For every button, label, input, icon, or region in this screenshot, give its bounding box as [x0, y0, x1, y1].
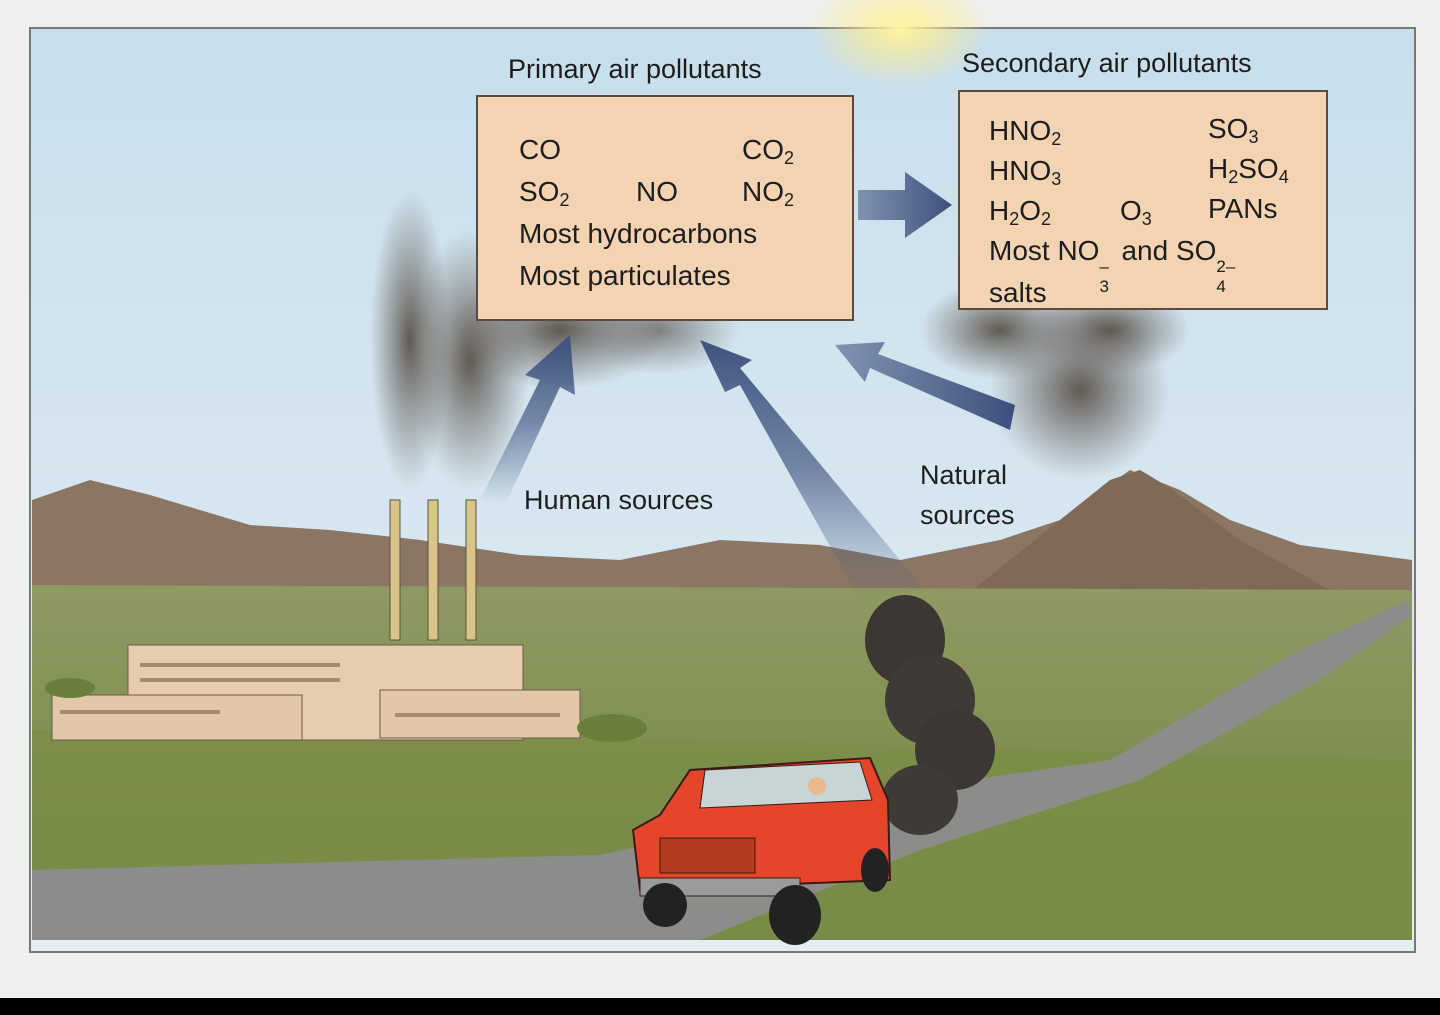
- secondary-h2so4: H2SO4: [1208, 153, 1289, 187]
- bottom-bar: [0, 998, 1440, 1015]
- primary-so2: SO2: [519, 176, 570, 210]
- arrow-natural: [835, 342, 1015, 430]
- primary-no: NO: [636, 176, 678, 207]
- car-exhaust: [865, 595, 995, 835]
- secondary-salts: salts: [989, 277, 1047, 308]
- primary-no2: NO2: [742, 176, 795, 210]
- natural-sources-label-line2: sources: [920, 500, 1015, 530]
- truck: [631, 756, 892, 945]
- primary-title: Primary air pollutants: [508, 54, 762, 84]
- arrow-human-car: [700, 340, 925, 600]
- secondary-h2o2: H2O2: [989, 195, 1052, 229]
- primary-hydrocarbons: Most hydrocarbons: [519, 218, 758, 249]
- sun: [810, 0, 990, 85]
- secondary-hno2: HNO2: [989, 115, 1062, 149]
- secondary-so3: SO3: [1208, 113, 1259, 147]
- human-sources-label: Human sources: [524, 485, 714, 515]
- secondary-title: Secondary air pollutants: [962, 48, 1252, 78]
- bush: [45, 678, 95, 698]
- arrow-primary-to-secondary: [858, 172, 952, 238]
- secondary-o3: O3: [1120, 195, 1152, 229]
- primary-co: CO: [519, 134, 561, 165]
- factory: [51, 499, 581, 741]
- bush: [577, 714, 647, 742]
- primary-pollutants-box: CO CO2 SO2 NO NO2 Most hydrocarbons Most…: [476, 95, 854, 321]
- arrow-human-factory: [480, 335, 575, 505]
- natural-sources-label-line1: Natural: [920, 460, 1008, 490]
- secondary-pollutants-box: HNO2 SO3 HNO3 H2SO4 H2O2 O3 PANs Most NO…: [958, 90, 1328, 310]
- primary-co2: CO2: [742, 134, 795, 168]
- secondary-hno3: HNO3: [989, 155, 1062, 189]
- primary-particulates: Most particulates: [519, 260, 731, 291]
- secondary-pans: PANs: [1208, 193, 1278, 224]
